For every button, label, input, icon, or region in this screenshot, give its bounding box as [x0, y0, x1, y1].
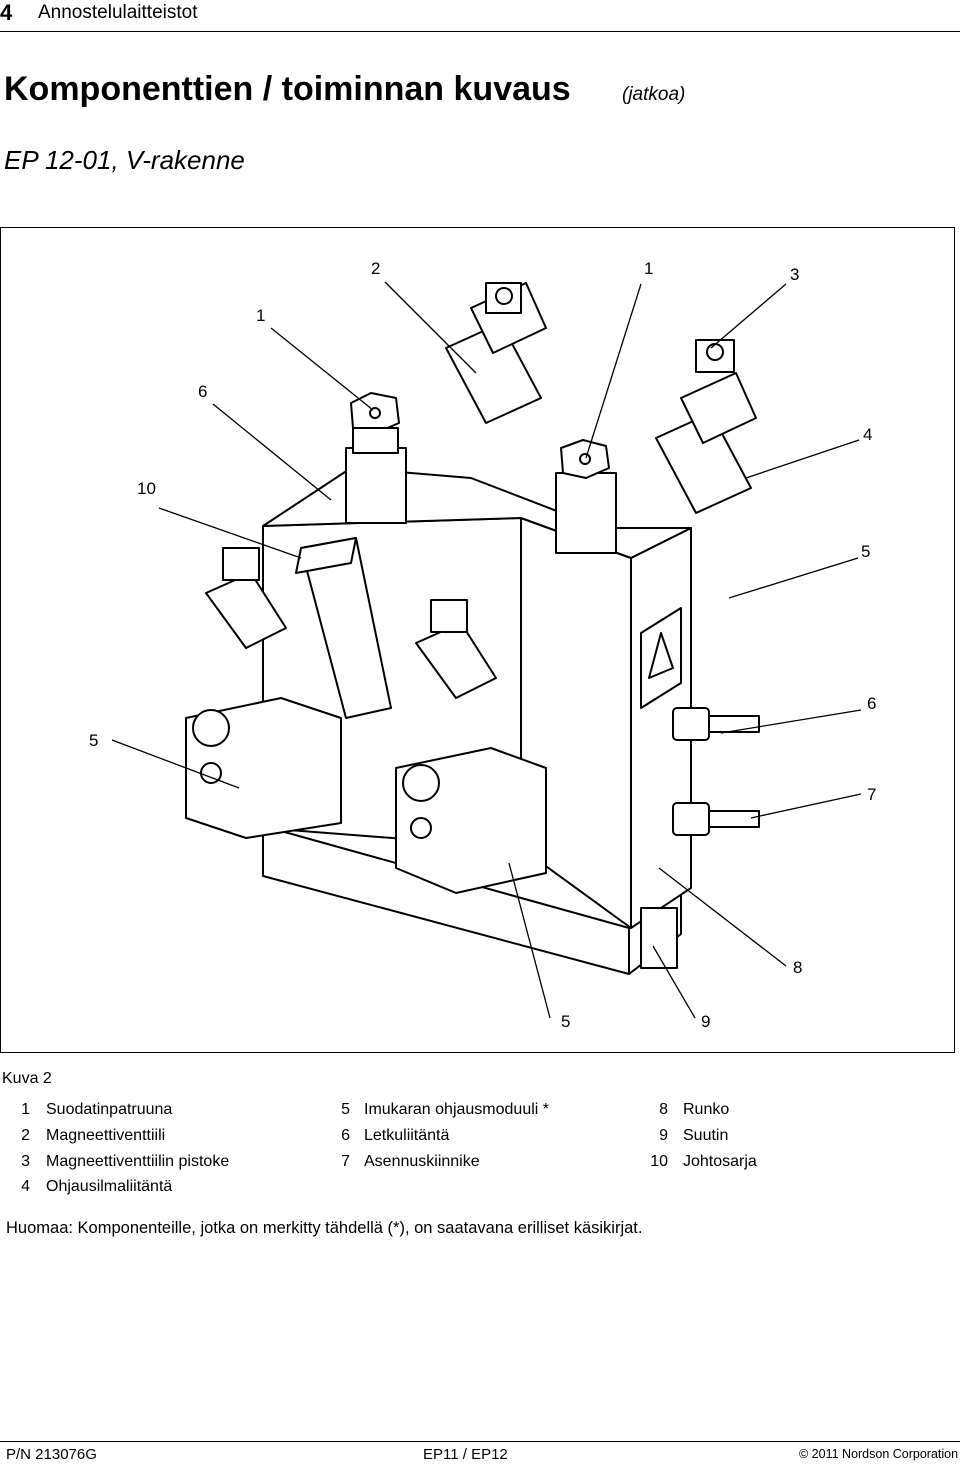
callout-7: 7 — [867, 785, 877, 804]
callout-1-left: 1 — [256, 306, 266, 325]
callout-1-top: 1 — [644, 259, 654, 278]
section-subtitle: EP 12-01, V-rakenne — [4, 145, 245, 175]
callout-3: 3 — [790, 265, 800, 284]
figure-caption: Kuva 2 — [2, 1070, 52, 1087]
legend-label: Ohjausilmaliitäntä — [46, 1178, 173, 1195]
legend-number: 4 — [21, 1178, 30, 1195]
legend-number: 2 — [21, 1127, 30, 1144]
legend-number: 7 — [341, 1153, 350, 1170]
legend-label: Suodatinpatruuna — [46, 1101, 173, 1118]
legend-number: 5 — [341, 1101, 350, 1118]
running-header: Annostelulaitteistot — [38, 2, 198, 23]
copyright: © 2011 Nordson Corporation — [799, 1447, 959, 1461]
availability-note: Huomaa: Komponenteille, jotka on merkitt… — [6, 1219, 643, 1237]
legend-number: 8 — [659, 1101, 668, 1118]
page-number: 4 — [0, 0, 13, 25]
part-number: P/N 213076G — [6, 1446, 97, 1463]
legend-label: Letkuliitäntä — [364, 1127, 450, 1144]
legend-label: Magneettiventtiili — [46, 1127, 166, 1144]
section-continued: (jatkoa) — [622, 84, 686, 105]
legend-label: Imukaran ohjausmoduuli * — [364, 1101, 549, 1118]
callout-6-upper: 6 — [198, 382, 208, 401]
legend-number: 1 — [21, 1101, 30, 1118]
footer-rule — [0, 1441, 960, 1442]
figure-frame: 2 1 3 1 6 4 10 5 5 6 7 8 5 9 — [0, 227, 955, 1053]
legend-label: Runko — [683, 1101, 730, 1118]
callout-9: 9 — [701, 1012, 711, 1031]
callout-5-bottom: 5 — [561, 1012, 571, 1031]
header-rule — [0, 31, 960, 32]
legend-label: Suutin — [683, 1127, 729, 1144]
legend-label: Magneettiventtiilin pistoke — [46, 1153, 230, 1170]
callout-5-left: 5 — [89, 731, 99, 750]
legend-number: 6 — [341, 1127, 350, 1144]
callout-10: 10 — [137, 479, 156, 498]
legend-number: 10 — [650, 1153, 668, 1170]
callout-8: 8 — [793, 958, 803, 977]
legend-label: Asennuskiinnike — [364, 1153, 480, 1170]
legend-number: 3 — [21, 1153, 30, 1170]
model-label: EP11 / EP12 — [423, 1446, 508, 1463]
callout-2: 2 — [371, 259, 381, 278]
callout-6-right: 6 — [867, 694, 877, 713]
legend-label: Johtosarja — [683, 1153, 757, 1170]
dispenser-illustration — [111, 281, 862, 1019]
legend-number: 9 — [659, 1127, 668, 1144]
callout-5-right: 5 — [861, 542, 871, 561]
section-title: Komponenttien / toiminnan kuvaus — [4, 70, 571, 108]
callout-4: 4 — [863, 425, 873, 444]
